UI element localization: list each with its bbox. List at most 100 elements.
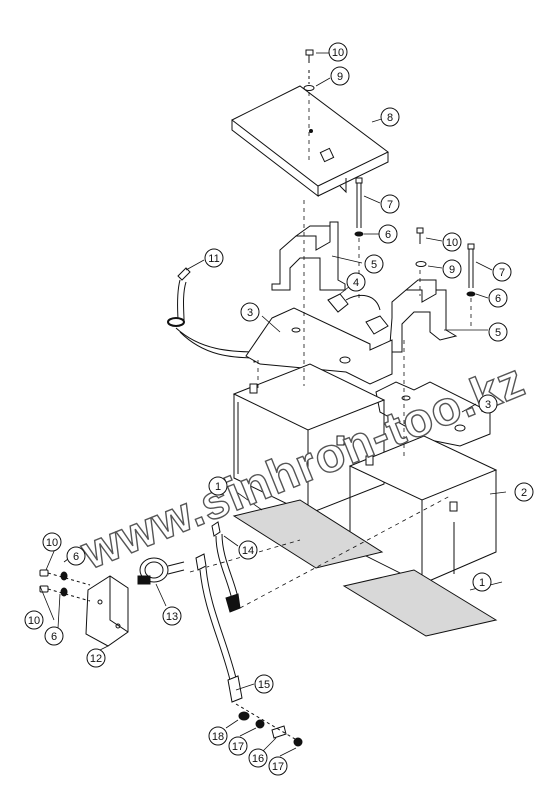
battery-left [232,363,386,515]
callout-number: 3 [485,399,491,411]
callout-6: 6 [66,546,86,566]
callout-circle [380,194,400,214]
callout-circle [378,224,398,244]
callout-circle [492,262,512,282]
callout-5: 5 [488,322,508,342]
callout-6: 6 [488,288,508,308]
callout-10: 10 [24,610,44,630]
callout-6: 6 [378,224,398,244]
bolt-right [415,227,476,297]
callout-circle [24,610,44,630]
bolt-top [303,49,315,91]
connector-cable [327,293,389,335]
callout-1: 1 [208,476,228,496]
ground-cable-short [211,521,241,613]
callout-number: 6 [495,293,501,305]
callout-circle [208,726,228,746]
battery-pad-right [342,569,498,637]
hold-down-bracket-left [271,221,346,291]
callout-7: 7 [492,262,512,282]
bolts-lower-left [39,569,91,602]
callout-18: 18 [208,726,228,746]
callout-16: 16 [248,748,268,768]
callout-number: 12 [90,653,102,665]
callout-number: 7 [387,199,393,211]
battery-pad-left [232,499,384,569]
callout-10: 10 [42,532,62,552]
callout-circle [248,748,268,768]
callout-number: 4 [353,277,359,289]
callout-7: 7 [380,194,400,214]
callout-17: 17 [268,756,288,776]
callout-number: 14 [242,545,254,557]
callout-number: 9 [337,71,343,83]
ground-cable-long [195,553,243,703]
callout-number: 8 [387,112,393,124]
callout-circle [238,540,258,560]
callout-number: 10 [28,615,40,627]
hold-down-bracket-right [389,279,458,353]
callout-number: 10 [332,47,344,59]
callout-2: 2 [514,482,534,502]
callout-3: 3 [478,394,498,414]
callout-number: 18 [212,731,224,743]
callout-number: 11 [208,253,219,265]
callout-circle [44,626,64,646]
callout-number: 17 [232,741,244,753]
callout-circle [380,107,400,127]
callout-10: 10 [328,42,348,62]
hold-down-plate-upper [245,307,393,385]
callout-circle [478,394,498,414]
callout-number: 16 [252,753,264,765]
battery-right [348,435,498,585]
callout-number: 1 [215,481,221,493]
callout-circle [228,736,248,756]
callout-number: 6 [51,631,57,643]
callout-number: 6 [73,551,79,563]
callout-circle [472,572,492,592]
callout-circle [442,259,462,279]
battery-cover [231,85,389,198]
callout-circle [254,674,274,694]
callout-circle [240,302,260,322]
callout-circle [208,476,228,496]
callout-number: 9 [449,264,455,276]
terminal-hardware-bottom [235,703,303,747]
callout-circle [42,532,62,552]
callout-8: 8 [380,107,400,127]
switch-mount-bracket [85,575,129,647]
callout-9: 9 [330,66,350,86]
callout-circle [66,546,86,566]
callout-circle [330,66,350,86]
callout-circle [328,42,348,62]
battery-disconnect-switch [137,557,185,585]
callout-circle [488,322,508,342]
callout-number: 13 [166,611,178,623]
callout-1: 1 [472,572,492,592]
callout-circle [268,756,288,776]
callout-circle [86,648,106,668]
callout-14: 14 [238,540,258,560]
callout-4: 4 [346,272,366,292]
callout-6: 6 [44,626,64,646]
callout-13: 13 [162,606,182,626]
callout-circle [204,248,224,268]
callout-17: 17 [228,736,248,756]
long-bolt-upper [354,177,364,237]
callout-circle [364,254,384,274]
callout-number: 17 [272,761,284,773]
callout-circle [442,232,462,252]
callout-number: 2 [521,487,527,499]
callout-number: 10 [446,237,458,249]
hold-down-plate-right [375,381,491,447]
callout-number: 15 [258,679,270,691]
callout-5: 5 [364,254,384,274]
callout-11: 11 [204,248,224,268]
callout-number: 5 [495,327,501,339]
callout-circle [162,606,182,626]
callout-number: 1 [479,577,485,589]
callout-number: 7 [499,267,505,279]
callout-10: 10 [442,232,462,252]
